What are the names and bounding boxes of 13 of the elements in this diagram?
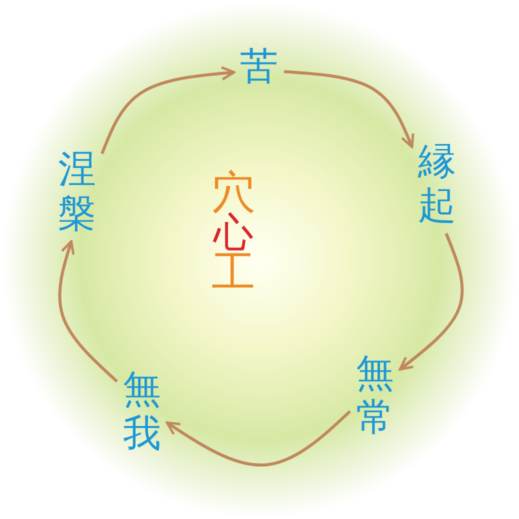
glyph-part: 穴 <box>210 172 256 214</box>
glyph-part: 心 <box>213 214 254 252</box>
arrow <box>284 70 414 148</box>
arrow <box>58 240 118 383</box>
node-label: 無常 <box>356 352 394 440</box>
arrow <box>398 232 464 371</box>
glyph-part: 工 <box>210 252 256 294</box>
arrow <box>100 66 236 154</box>
node-label: 無我 <box>123 368 161 456</box>
arrow <box>166 410 352 466</box>
node-label: 縁起 <box>418 140 456 228</box>
node-label: 涅槃 <box>58 148 96 236</box>
node-label: 苦 <box>240 46 278 88</box>
